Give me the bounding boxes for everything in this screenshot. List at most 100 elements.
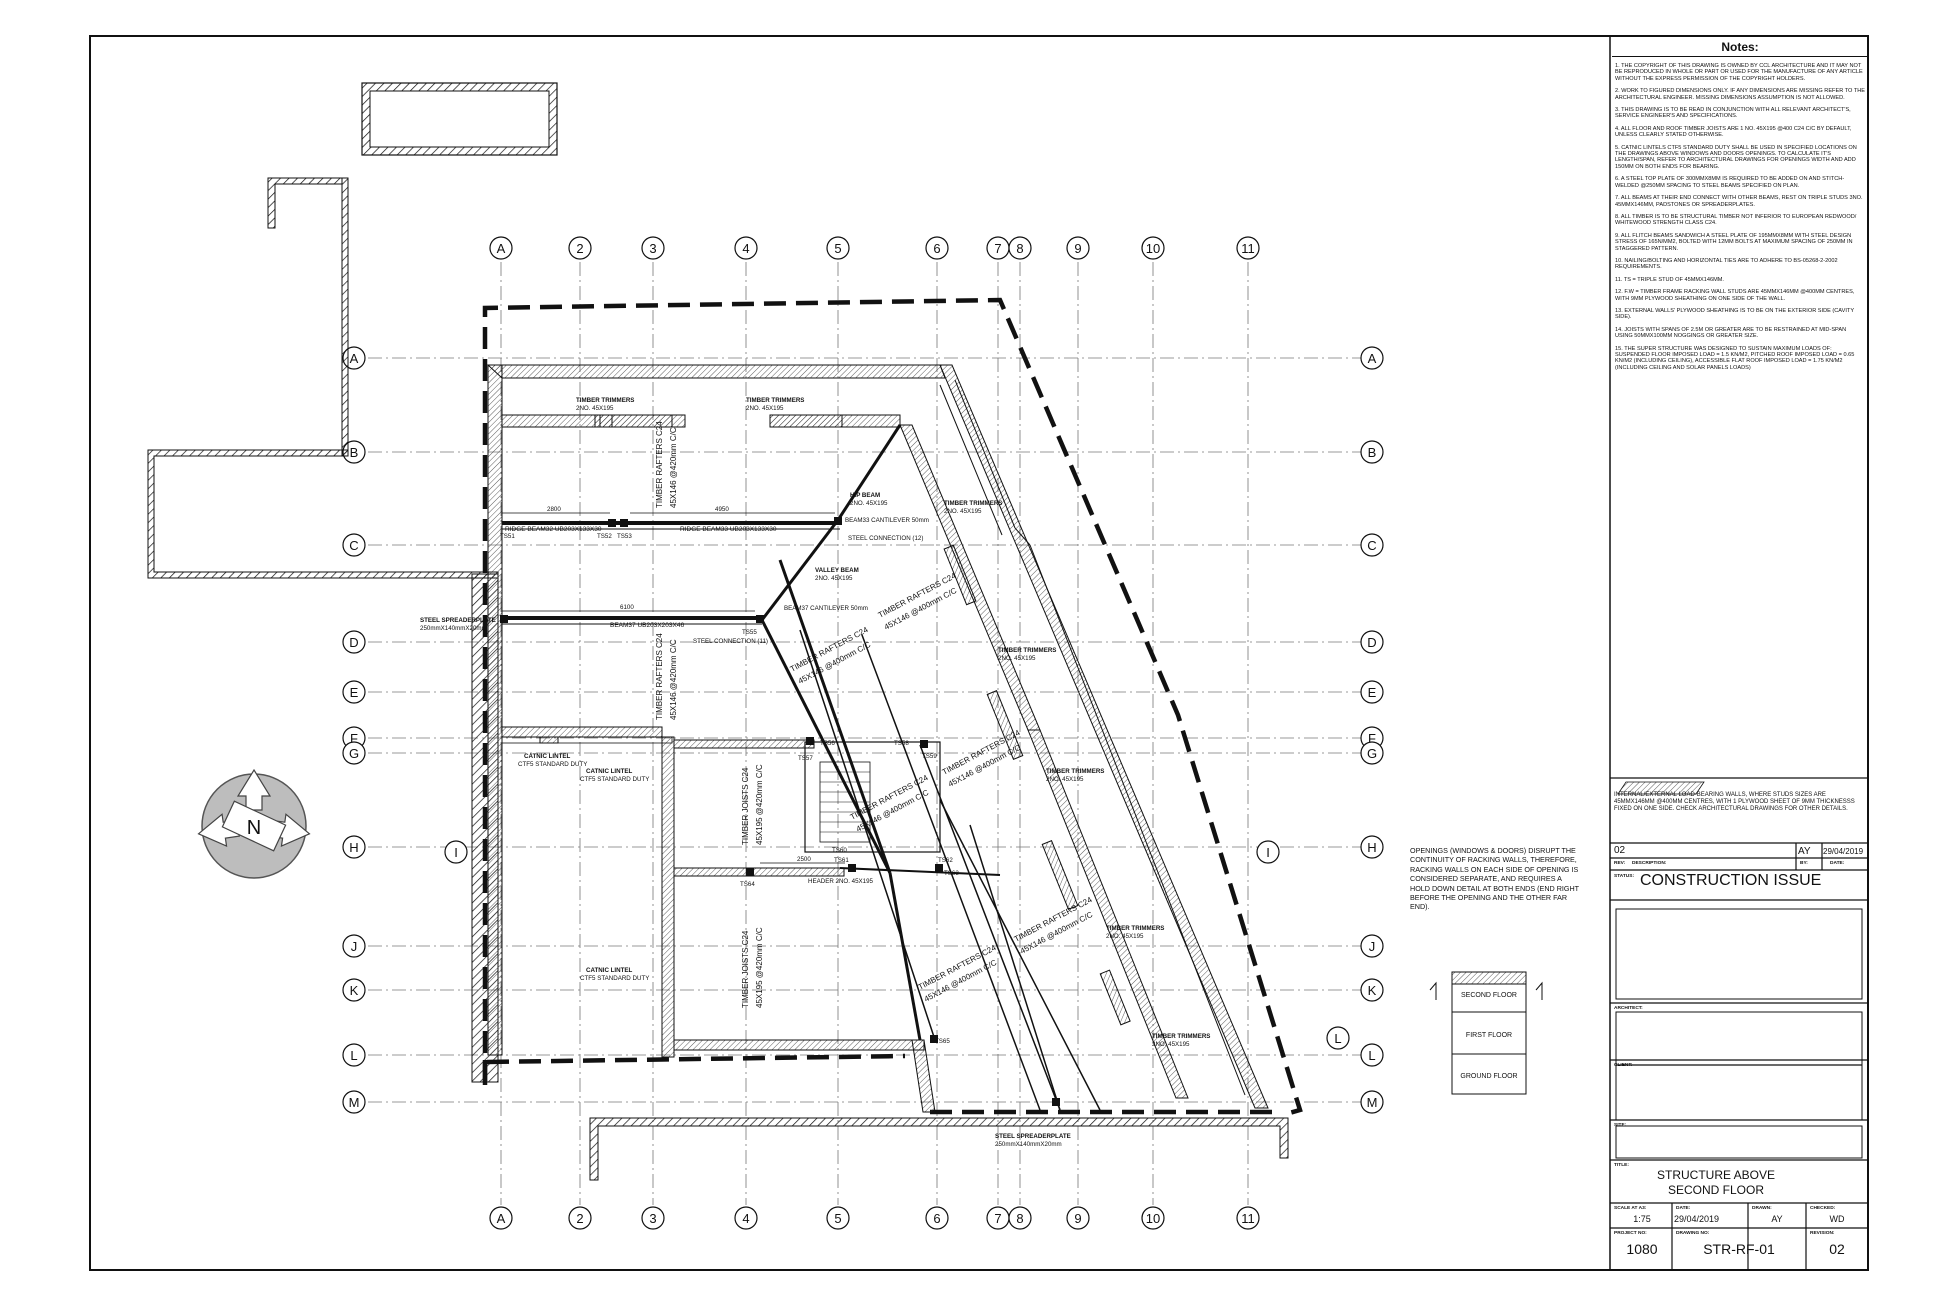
label-joists-2b: 45X195 @420mm C/C xyxy=(755,927,764,1008)
grid-bubble-row: H xyxy=(342,835,366,859)
drawing-no-label: DRAWING NO: xyxy=(1676,1231,1710,1236)
label-trimmer-4b: 2NO. 45X195 xyxy=(998,655,1036,662)
grid-bubble-row: J xyxy=(1360,934,1384,958)
label-ts65: TS65 xyxy=(935,1038,950,1045)
stud-markers xyxy=(500,517,1060,1106)
client-label: CLIENT: xyxy=(1614,1063,1633,1068)
grid-bubble-col: A xyxy=(489,1206,513,1230)
grid-row-label: D xyxy=(1367,635,1376,650)
site-label: SITE: xyxy=(1614,1123,1627,1128)
label-ts60: TS60 xyxy=(832,847,847,854)
label-ts58: TS58 xyxy=(894,740,909,747)
grid-row-label: E xyxy=(1368,685,1377,700)
label-connection-1: STEEL CONNECTION (12) xyxy=(848,535,923,542)
label-spreader-bottom: STEEL SPREADERPLATE xyxy=(995,1133,1071,1140)
label-dim-4950: 4950 xyxy=(715,506,729,513)
grid-bubble-col: 6 xyxy=(925,236,949,260)
grid-col-label: 11 xyxy=(1241,241,1255,256)
label-ridge-left: RIDGE BEAM32 UB203X133X30 xyxy=(505,526,602,533)
sheet-border xyxy=(89,35,1869,1271)
label-hip-beam-b: 2NO. 45X195 xyxy=(850,500,888,507)
grid-row-label: C xyxy=(1367,538,1376,553)
label-ts61: TS61 xyxy=(834,857,849,864)
grid-row-label: B xyxy=(1368,445,1377,460)
grid-col-label: 4 xyxy=(742,241,749,256)
description-label: DESCRIPTION: xyxy=(1632,861,1667,866)
grid-bubble-row: C xyxy=(1360,533,1384,557)
grid-bubble-col: 9 xyxy=(1066,1206,1090,1230)
titleblock-lines xyxy=(1610,777,1868,1270)
grid-bubble-col: A xyxy=(489,236,513,260)
note-item: 14. Joists with spans of 2.5m or greater… xyxy=(1615,326,1847,340)
grid-bubble-row: G xyxy=(1360,741,1384,765)
date2-label: DATE: xyxy=(1676,1206,1691,1211)
label-trimmer-3b: 2NO. 45X195 xyxy=(944,508,982,515)
grid-col-label: 6 xyxy=(933,241,940,256)
checked-value: WD xyxy=(1829,1214,1845,1224)
note-item: 12. F.W = timber frame racking wall stud… xyxy=(1615,289,1855,302)
grid-bubble-col: 8 xyxy=(1008,236,1032,260)
label-trimmer-2: TIMBER TRIMMERS xyxy=(746,397,804,404)
note-item: 1. The copyright of this drawing is owne… xyxy=(1615,63,1863,82)
grid-bubble-row: C xyxy=(342,533,366,557)
label-ts63: TS63 xyxy=(944,870,959,877)
grid-bubble-col: 7 xyxy=(986,236,1010,260)
label-ts56: TS56 xyxy=(820,740,835,747)
note-item: 15. The super structure was designed to … xyxy=(1615,345,1855,371)
grid-bubble-row: L xyxy=(1360,1043,1384,1067)
label-dim-6100: 6100 xyxy=(620,604,634,611)
note-item: 2. Work to figured dimensions only. If a… xyxy=(1615,88,1866,101)
checked-label: CHECKED: xyxy=(1810,1206,1836,1211)
grid-bubble-row: A xyxy=(1360,346,1384,370)
label-trimmer-4: TIMBER TRIMMERS xyxy=(998,647,1056,654)
rev-by: AY xyxy=(1798,846,1811,857)
grid-col-label: 7 xyxy=(994,241,1001,256)
label-trimmer-2b: 2NO. 45X195 xyxy=(746,405,784,412)
grid-bubble-col: 4 xyxy=(734,236,758,260)
label-ts62: TS62 xyxy=(938,857,953,864)
label-cantilever-2: BEAM37 CANTILEVER 50mm xyxy=(784,605,868,612)
date2-value: 29/04/2019 xyxy=(1674,1214,1720,1224)
grid-bubble-row: H xyxy=(1360,835,1384,859)
label-valley-beam-b: 2NO. 45X195 xyxy=(815,575,853,582)
label-trimmer-1: TIMBER TRIMMERS xyxy=(576,397,634,404)
grid-row-label: F xyxy=(350,731,358,746)
north-arrow: N xyxy=(197,768,311,879)
grid-bubble-col: 6 xyxy=(925,1206,949,1230)
boundary-walls xyxy=(147,82,1289,1181)
grid-row-label: D xyxy=(349,635,358,650)
label-header: HEADER 2NO. 45X195 xyxy=(808,878,874,885)
by-label: BY: xyxy=(1800,861,1808,866)
legend-ground-floor: GROUND FLOOR xyxy=(1460,1073,1517,1080)
label-connection-2: STEEL CONNECTION (11) xyxy=(693,638,768,645)
label-trimmer-7b: 2NO. 45X195 xyxy=(1152,1041,1190,1048)
grid-bubble-row: G xyxy=(342,741,366,765)
timber-trimmers xyxy=(539,414,1131,1026)
grid-col-label: 5 xyxy=(834,1211,841,1226)
label-valley-beam: VALLEY BEAM xyxy=(815,567,859,574)
grid-col-label: 9 xyxy=(1074,1211,1081,1226)
grid-row-label: L xyxy=(1334,1031,1341,1046)
sloped-secondary-walls xyxy=(939,379,1246,1096)
grid-col-label: 2 xyxy=(576,1211,583,1226)
grid-row-label: K xyxy=(1368,983,1377,998)
grid-bubble-col: 5 xyxy=(826,1206,850,1230)
grid-col-label: 4 xyxy=(742,1211,749,1226)
floor-legend: SECOND FLOOR FIRST FLOOR GROUND FLOOR xyxy=(1429,971,1543,1095)
label-rafters-v1: TIMBER RAFTERS C24 xyxy=(655,421,664,508)
grid-row-label: L xyxy=(1368,1048,1375,1063)
label-joists-1: TIMBER JOISTS C24 xyxy=(741,767,750,845)
drawing-title-line1: STRUCTURE ABOVE xyxy=(1656,1168,1776,1182)
label-trimmer-5b: 2NO. 45X195 xyxy=(1046,776,1084,783)
grid-bubble-col: 2 xyxy=(568,236,592,260)
label-catnic-2b: CTF5 STANDARD DUTY xyxy=(580,776,649,783)
grid-col-label: 3 xyxy=(649,1211,656,1226)
notes-list: 1. The copyright of this drawing is owne… xyxy=(1612,63,1868,371)
label-ts55: TS55 xyxy=(742,629,757,636)
note-item: 10. Nailing/bolting and horizontal ties … xyxy=(1615,257,1838,271)
label-catnic-2: CATNIC LINTEL xyxy=(586,768,633,775)
note-item: 8. All timber is to be structural timber… xyxy=(1615,213,1857,227)
grid-row-label: J xyxy=(351,939,358,954)
building-walls xyxy=(486,364,1269,1113)
